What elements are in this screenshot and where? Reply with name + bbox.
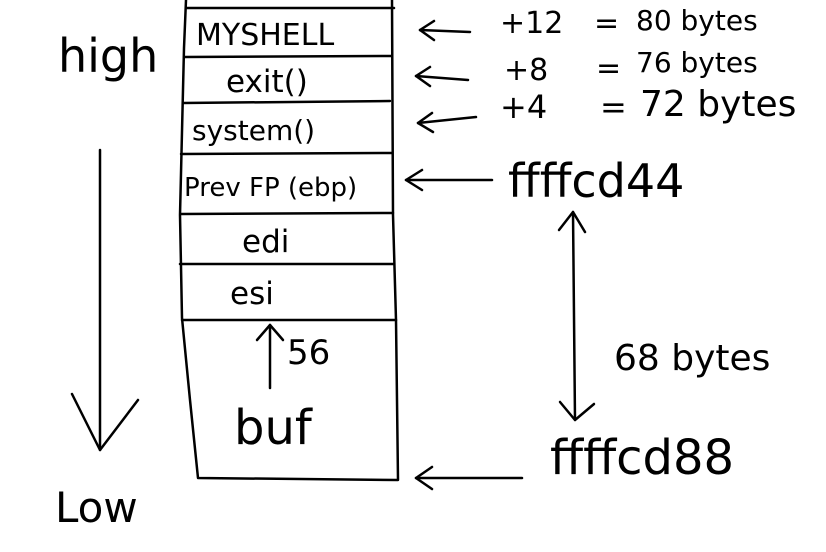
cell-myshell: MYSHELL xyxy=(196,18,334,53)
offset-8: +8 xyxy=(504,53,548,88)
bytes-72: 72 bytes xyxy=(640,84,796,125)
equals-8: = xyxy=(596,51,621,86)
offset-12: +12 xyxy=(500,6,563,41)
downward-arrow xyxy=(70,148,140,452)
arrow-exit xyxy=(414,65,470,88)
distance-arrow xyxy=(557,210,596,422)
offset-row-12: +12 = 80 bytes xyxy=(500,4,758,41)
stack-frame xyxy=(178,0,400,482)
low-label: Low xyxy=(55,483,138,532)
high-label: high xyxy=(58,29,158,83)
cell-edi: edi xyxy=(242,224,289,260)
cell-prev-fp: Prev FP (ebp) xyxy=(184,173,357,203)
cell-exit: exit() xyxy=(226,64,308,100)
address-buf: ffffcd88 xyxy=(550,430,734,486)
distance-label: 68 bytes xyxy=(614,338,770,379)
address-ebp: ffffcd44 xyxy=(508,154,684,208)
offset-row-4: +4 = 72 bytes xyxy=(500,84,796,126)
offset-4: +4 xyxy=(500,88,547,126)
offset-row-8: +8 = 76 bytes xyxy=(504,46,758,88)
arrow-prev-fp xyxy=(404,168,494,192)
equals-4: = xyxy=(600,88,627,126)
arrow-buf xyxy=(414,465,524,491)
arrow-system xyxy=(416,111,478,134)
bytes-80: 80 bytes xyxy=(636,4,758,37)
stack-dividers xyxy=(178,6,398,322)
buffer-size-arrow xyxy=(255,323,285,390)
buffer-label: buf xyxy=(234,400,313,456)
buffer-size: 56 xyxy=(287,333,330,373)
cell-system: system() xyxy=(192,114,315,147)
arrow-myshell xyxy=(418,19,472,42)
bytes-76: 76 bytes xyxy=(636,46,758,79)
equals-12: = xyxy=(594,6,619,41)
cell-esi: esi xyxy=(230,276,274,312)
